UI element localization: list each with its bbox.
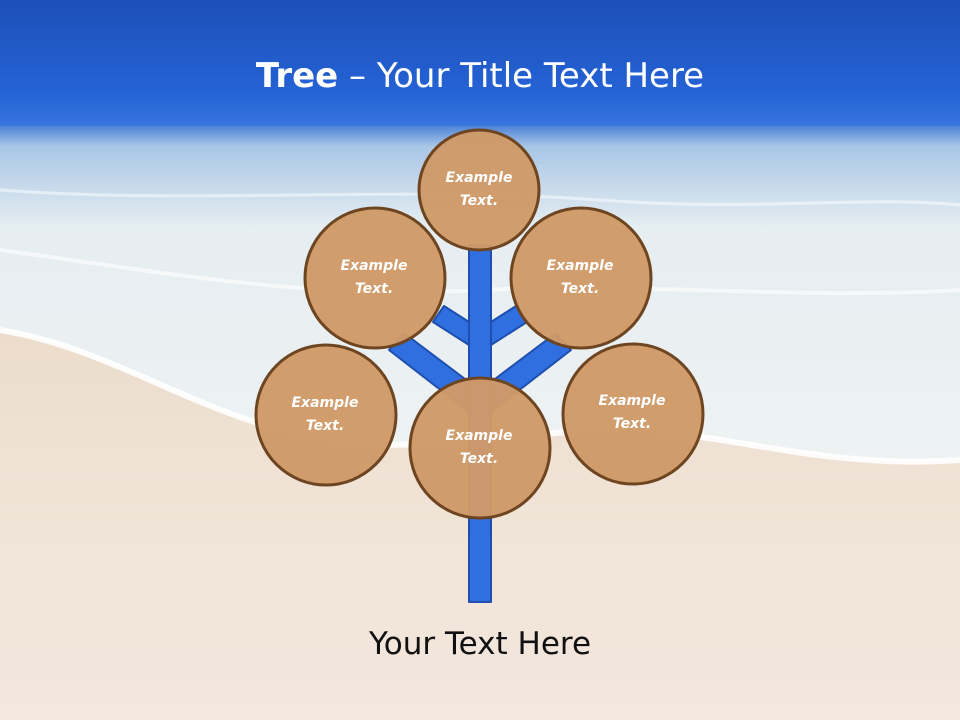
node-label-lower-right: Example Text. bbox=[572, 390, 692, 436]
node-label-center: Example Text. bbox=[419, 425, 539, 471]
node-circle-center bbox=[408, 376, 552, 520]
node-label-line2: Text. bbox=[459, 193, 499, 209]
node-label-line1: Example bbox=[291, 395, 359, 411]
node-label-line2: Text. bbox=[354, 281, 394, 297]
node-label-upper-right: Example Text. bbox=[520, 255, 640, 301]
node-label-line2: Text. bbox=[305, 418, 345, 434]
node-label-line1: Example bbox=[546, 258, 614, 274]
node-circle-upper-left bbox=[303, 206, 447, 350]
node-label-line2: Text. bbox=[459, 451, 499, 467]
tree-nodes bbox=[254, 128, 705, 520]
node-label-top: Example Text. bbox=[419, 167, 539, 213]
node-circle-upper-right bbox=[509, 206, 653, 350]
node-label-line1: Example bbox=[598, 393, 666, 409]
node-label-line1: Example bbox=[340, 258, 408, 274]
node-circle-lower-right bbox=[561, 342, 705, 486]
node-label-line1: Example bbox=[445, 428, 513, 444]
slide-title: Tree – Your Title Text Here bbox=[0, 50, 960, 102]
slide-title-rest: – Your Title Text Here bbox=[338, 56, 705, 96]
branch-left-upper bbox=[432, 305, 470, 346]
slide-title-bold: Tree bbox=[255, 56, 339, 96]
node-label-upper-left: Example Text. bbox=[314, 255, 434, 301]
node-circle-lower-left bbox=[254, 343, 398, 487]
node-label-line2: Text. bbox=[612, 416, 652, 432]
node-label-line1: Example bbox=[445, 170, 513, 186]
node-label-line2: Text. bbox=[560, 281, 600, 297]
node-label-lower-left: Example Text. bbox=[265, 392, 385, 438]
node-circle-top bbox=[417, 128, 541, 252]
caption-text: Your Text Here bbox=[368, 626, 592, 662]
